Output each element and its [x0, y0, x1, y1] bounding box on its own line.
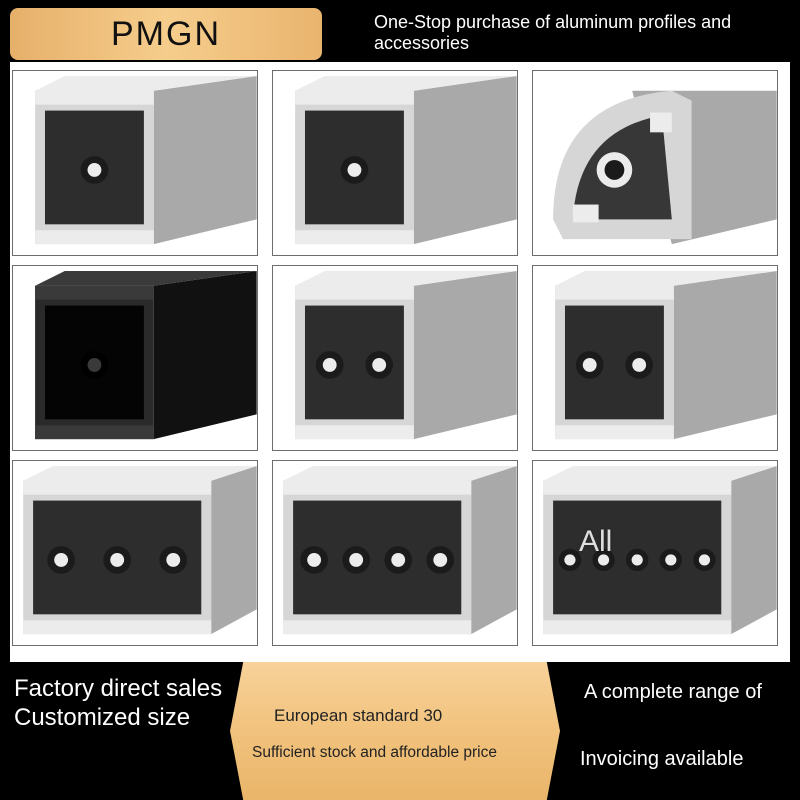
- invoicing-text: Invoicing available: [580, 748, 744, 770]
- product-tile: [532, 265, 778, 451]
- european-standard-text: European standard 30: [274, 706, 443, 725]
- product-tile: [12, 265, 258, 451]
- product-tile: [12, 460, 258, 646]
- product-tile: [272, 70, 518, 256]
- aluminum-profile-3060-icon: [273, 266, 517, 450]
- stock-price-text: Sufficient stock and affordable price: [252, 744, 497, 761]
- brand-name: PMGN: [111, 14, 221, 53]
- aluminum-profile-3030-black-icon: [13, 266, 257, 450]
- product-tile: [272, 460, 518, 646]
- aluminum-profile-3090-icon: [13, 461, 257, 645]
- aluminum-profile-3030-closed-icon: [273, 71, 517, 255]
- product-tile: [12, 70, 258, 256]
- customized-size-text: Customized size: [14, 704, 191, 731]
- footer-left: Factory direct sales Customized size: [14, 676, 234, 731]
- aluminum-profile-quarter-round-icon: [533, 71, 777, 255]
- tagline: One-Stop purchase of aluminum profiles a…: [374, 12, 732, 53]
- footer-mid-banner: European standard 30 Sufficient stock an…: [230, 662, 560, 800]
- aluminum-profile-3030-silver-icon: [13, 71, 257, 255]
- complete-range-text: A complete range of: [584, 681, 762, 703]
- product-gallery: All: [10, 62, 790, 662]
- product-tile: [272, 265, 518, 451]
- factory-direct-text: Factory direct sales: [14, 675, 223, 702]
- aluminum-profile-3060-alt-icon: [533, 266, 777, 450]
- brand-badge: PMGN: [10, 8, 322, 60]
- aluminum-profile-30150-icon: [533, 461, 777, 645]
- aluminum-profile-30120-icon: [273, 461, 517, 645]
- product-tile: All: [532, 460, 778, 646]
- product-tile: [532, 70, 778, 256]
- watermark-text: All: [579, 525, 613, 558]
